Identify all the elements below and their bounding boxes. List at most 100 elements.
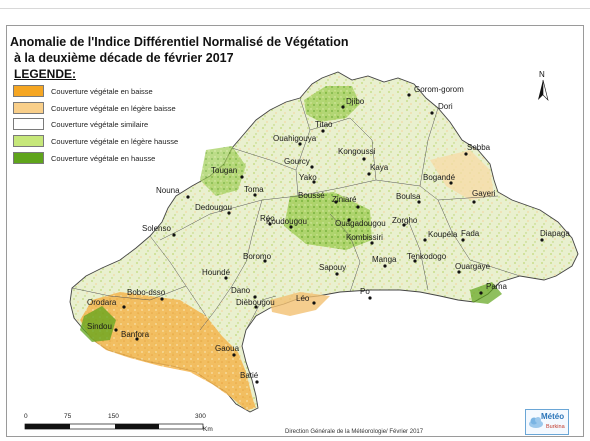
city-label: Dano [231,286,251,295]
map-subtitle: à la deuxième décade de février 2017 [14,51,234,65]
city-label: Fada [461,229,480,238]
city-marker [479,291,483,295]
city-label: Nouna [156,186,180,195]
city-label: Boromo [243,252,272,261]
city-marker [402,223,406,227]
city-marker [413,259,417,263]
city-label: Bobo-dsso [127,288,166,297]
region-boundaries [71,97,521,331]
zone-hausse-north [304,86,360,122]
city-marker [254,305,258,309]
city-label: Sindou [87,322,112,331]
logo-subtitle: Burkina [546,424,565,430]
legend-label: Couverture végétale en légère hausse [51,136,179,146]
zone-hausse-east [470,282,502,304]
zone-hausse-center [284,192,372,250]
city-label: Kombissiri [346,233,383,242]
city-label: Léo [296,294,310,303]
city-marker [268,222,272,226]
city-label: Kaya [370,163,389,172]
city-label: Orodara [87,298,117,307]
legend-item-baisse: Couverture végétale en baisse [13,84,153,98]
city-label: Sebba [467,143,491,152]
city-marker [312,301,316,305]
city-marker [227,211,231,215]
zone-hausse-west [200,146,246,196]
map-title: Anomalie de l'Indice Différentiel Normal… [10,35,349,49]
legend-label: Couverture végétale en baisse [51,86,153,96]
scale-tick: 300 [195,413,206,420]
legend-item-similaire: Couverture végétale similaire [13,117,148,131]
scale-unit: Km [203,426,213,433]
city-marker [341,105,345,109]
city-label: Solenso [142,224,171,233]
legend-item-legere-hausse: Couverture végétale en légère hausse [13,134,178,148]
scale-tick: 75 [64,413,72,420]
city-marker [310,165,314,169]
city-label: Ouargaye [455,262,491,271]
city-label: Gayeri [472,189,496,198]
city-label: Sapouy [319,263,346,272]
city-marker [253,295,257,299]
city-label: Gorom-gorom [414,85,464,94]
top-divider [0,8,590,9]
city-marker [298,142,302,146]
map-credit: Direction Générale de la Météorologie/ F… [285,429,424,435]
city-marker [356,205,360,209]
city-label: Banfora [121,330,150,339]
legend-swatch [13,102,44,114]
city-marker [224,276,228,280]
city-label: Gourcy [284,157,310,166]
scale-tick: 150 [108,413,119,420]
city-marker [370,241,374,245]
city-marker [449,181,453,185]
zone-baisse-center [270,292,330,316]
city-marker [417,200,421,204]
legend-swatch [13,85,44,97]
legend-title: LEGENDE: [14,67,77,81]
city-marker [461,238,465,242]
north-arrow-icon [538,79,549,101]
city-label: Batié [240,371,259,380]
city-marker [232,353,236,357]
legend-label: Couverture végétale en légère baisse [51,103,176,113]
legend-item-hausse: Couverture végétale en hausse [13,151,155,165]
city-marker [430,111,434,115]
legend-swatch [13,135,44,147]
city-label: Boulsa [396,192,421,201]
city-marker [312,180,316,184]
city-marker [540,238,544,242]
city-marker [160,297,164,301]
city-layer: DjiboGorom-goromDoriTitaoOuahigouyaKongo… [87,85,570,384]
city-label: Réo [260,214,275,223]
legend-label: Couverture végétale en hausse [51,153,156,163]
city-label: Bogandé [423,173,456,182]
scale-bar [24,423,204,430]
city-marker [321,129,325,133]
city-marker [122,305,126,309]
city-marker [255,380,259,384]
city-label: Titao [315,120,333,129]
city-marker [367,172,371,176]
city-label: Ziniaré [332,195,357,204]
legend-item-legere-baisse: Couverture végétale en légère baisse [13,101,176,115]
city-label: Manga [372,255,397,264]
city-label: Kongoussi [338,147,376,156]
city-label: Tougan [211,166,237,175]
city-marker [135,337,139,341]
city-marker [464,152,468,156]
city-label: Houndé [202,268,231,277]
city-marker [253,193,257,197]
city-label: Tenkodogo [407,252,447,261]
city-label: Yako [299,173,317,182]
meteo-logo: Météo Burkina [525,409,569,435]
city-label: Ouahigouya [273,134,317,143]
logo-name: Météo [541,412,565,421]
legend-label: Couverture végétale similaire [51,119,149,129]
city-label: Ouagadougou [335,219,386,228]
city-marker [240,175,244,179]
city-label: Koudougou [266,217,307,226]
city-label: Djibo [346,97,365,106]
cloud-icon [529,417,543,428]
